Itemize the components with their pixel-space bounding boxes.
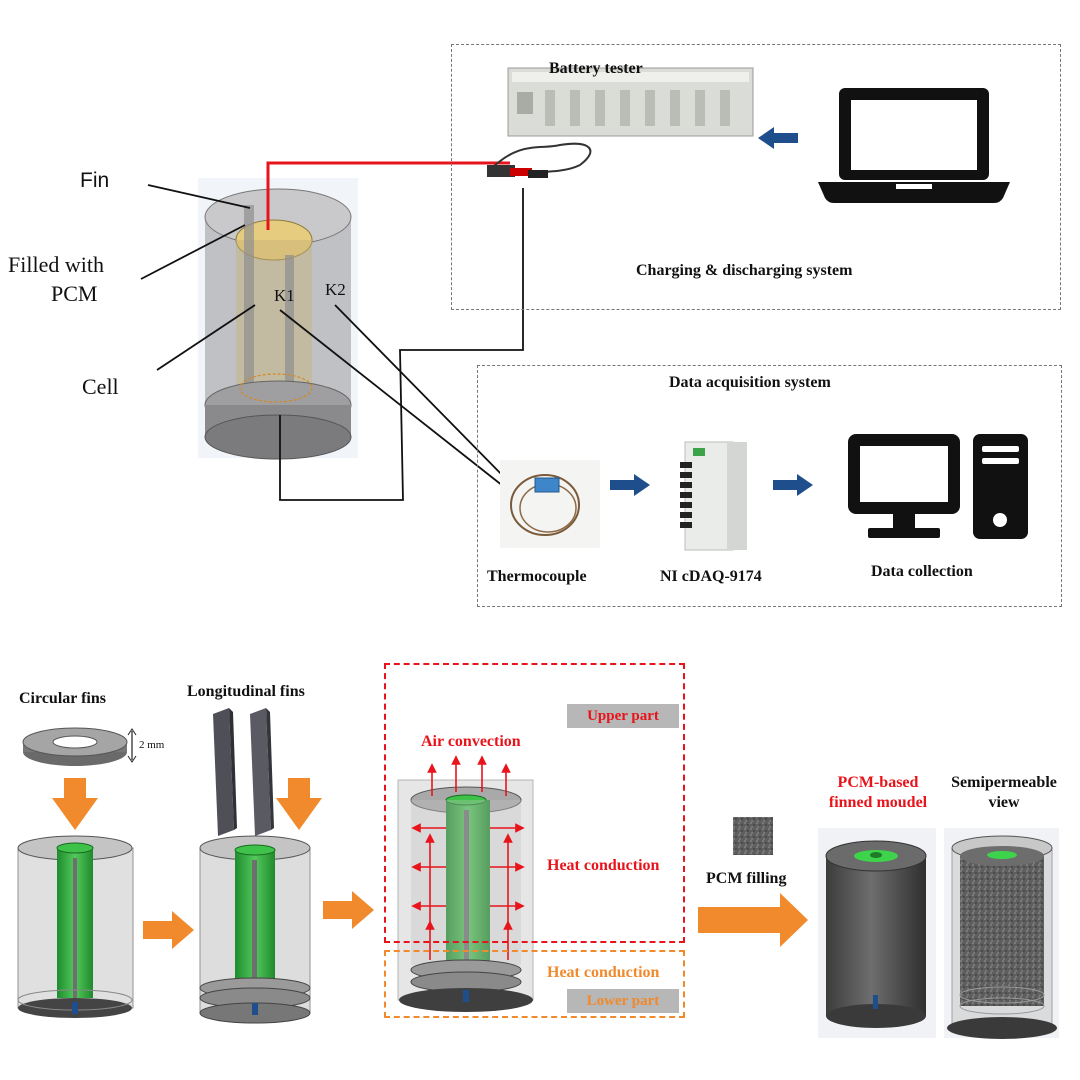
filled-with-label: Filled with xyxy=(8,252,104,277)
charging-system-label: Charging & discharging system xyxy=(636,262,853,279)
thermocouple-photo xyxy=(500,460,600,548)
heat-conduction-upper-label: Heat conduction xyxy=(547,857,660,874)
pcm-label: PCM xyxy=(51,281,98,306)
upper-part-box xyxy=(384,663,685,943)
leader-lines xyxy=(140,184,524,501)
daq-module-photo xyxy=(680,441,747,551)
fin-label: Fin xyxy=(80,169,110,192)
model-with-circular-fins xyxy=(17,835,134,1018)
arrow-thermocouple-to-daq xyxy=(610,474,650,496)
pcm-model-title-line2: finned moudel xyxy=(828,794,928,811)
orange-arrow-pcm-filling xyxy=(698,893,808,947)
cell-label: Cell xyxy=(82,374,119,399)
circular-fins-label: Circular fins xyxy=(19,690,106,707)
laptop-icon xyxy=(818,88,1010,203)
k2-label: K2 xyxy=(325,280,346,299)
arrow-daq-to-pc xyxy=(773,474,813,496)
battery-tester-label: Battery tester xyxy=(549,60,643,77)
lower-part-badge: Lower part xyxy=(567,989,679,1013)
pcm-finned-model xyxy=(818,828,936,1038)
positive-lead-wire xyxy=(266,161,510,230)
circular-fins-model xyxy=(22,727,137,766)
data-collection-label: Data collection xyxy=(871,563,973,580)
semipermeable-title-line1: Semipermeable xyxy=(951,774,1057,791)
data-acquisition-box xyxy=(477,365,1062,607)
pcm-sample-swatch xyxy=(733,817,773,855)
desktop-computer-icon xyxy=(848,434,1028,539)
arrow-laptop-to-tester xyxy=(758,127,798,149)
orange-arrow-right-2 xyxy=(323,891,374,929)
longitudinal-fins-model xyxy=(213,708,274,836)
battery-module-3d-view xyxy=(198,178,358,460)
daq-system-label: Data acquisition system xyxy=(669,374,831,391)
upper-part-badge: Upper part xyxy=(567,704,679,728)
model-with-longitudinal-fins xyxy=(199,835,311,1024)
daq-device-label: NI cDAQ-9174 xyxy=(660,568,762,585)
semipermeable-title-line2: view xyxy=(988,794,1020,811)
longitudinal-fins-label: Longitudinal fins xyxy=(187,683,305,700)
battery-tester-device xyxy=(487,67,754,178)
orange-arrow-down-1 xyxy=(52,778,98,830)
orange-arrow-down-2 xyxy=(276,778,322,830)
heat-conduction-lower-label: Heat conduction xyxy=(547,964,660,981)
thickness-label: 2 mm xyxy=(139,739,165,751)
air-convection-arrows xyxy=(427,755,511,796)
pcm-model-title-line1: PCM-based xyxy=(837,774,919,791)
k1-label: K1 xyxy=(274,286,295,305)
charging-system-box xyxy=(451,44,1061,310)
pcm-filling-label: PCM filling xyxy=(706,870,787,887)
semipermeable-view-model xyxy=(944,828,1059,1039)
lower-part-box xyxy=(384,950,685,1018)
orange-arrow-right-1 xyxy=(143,911,194,949)
air-convection-label: Air convection xyxy=(421,733,521,750)
thermocouple-label: Thermocouple xyxy=(487,568,587,585)
